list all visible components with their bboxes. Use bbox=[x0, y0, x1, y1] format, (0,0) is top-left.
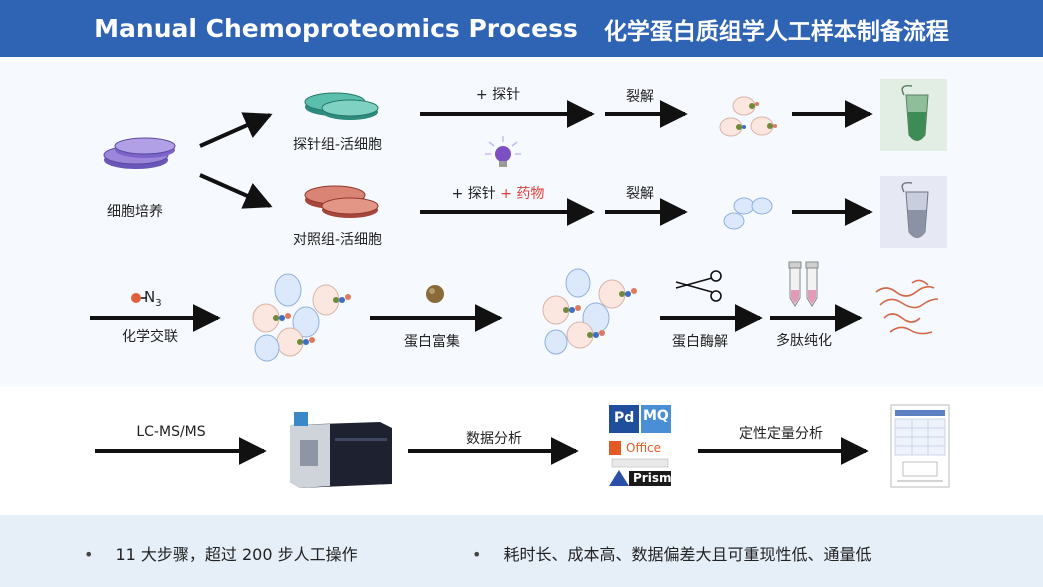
control-sample-tube-icon bbox=[880, 176, 947, 248]
peptides-icon bbox=[875, 279, 939, 335]
title-english: Manual Chemoproteomics Process bbox=[94, 14, 578, 43]
enriched-proteins-cluster bbox=[542, 268, 637, 355]
header-bar bbox=[0, 0, 1043, 57]
summary-footer bbox=[0, 515, 1043, 587]
spin-column-icon bbox=[788, 261, 819, 307]
label-add-probe-part: + 探针 bbox=[451, 186, 496, 202]
labeled-proteins-cluster bbox=[252, 273, 351, 362]
culture-dish-icon bbox=[103, 137, 176, 169]
light-bulb-icon bbox=[485, 136, 521, 167]
label-lcms: LC-MS/MS bbox=[136, 424, 206, 440]
label-add-probe: + 探针 bbox=[475, 87, 521, 103]
label-control-group: 对照组-活细胞 bbox=[293, 232, 383, 248]
bead-icon bbox=[426, 285, 444, 303]
office-logo-text: Office bbox=[626, 441, 662, 455]
scissors-icon bbox=[675, 270, 722, 302]
page-title: Manual Chemoproteomics Process 化学蛋白质组学人工… bbox=[0, 0, 1043, 57]
label-cell-culture: 细胞培养 bbox=[107, 204, 163, 220]
click-reagent-icon bbox=[131, 293, 147, 303]
control-dish-icon bbox=[304, 185, 379, 218]
bullet-dot: • bbox=[472, 545, 482, 564]
label-data-analysis: 数据分析 bbox=[466, 431, 522, 447]
bullet-text-1: 11 大步骤，超过 200 步人工操作 bbox=[115, 545, 358, 564]
label-enrichment: 蛋白富集 bbox=[404, 334, 460, 350]
bullet-dot: • bbox=[84, 545, 94, 564]
label-quant-analysis: 定性定量分析 bbox=[739, 426, 823, 442]
probe-dish-icon bbox=[304, 92, 379, 120]
title-chinese: 化学蛋白质组学人工样本制备流程 bbox=[603, 18, 949, 45]
footer-bullet-1: • 11 大步骤，超过 200 步人工操作 bbox=[84, 541, 358, 565]
pd-logo-text: Pd bbox=[614, 410, 635, 426]
probe-lysate-proteins bbox=[719, 96, 777, 137]
software-logos bbox=[609, 405, 671, 486]
footer-bullet-2: • 耗时长、成本高、数据偏差大且可重现性低、通量低 bbox=[472, 541, 871, 565]
label-lysis-1: 裂解 bbox=[626, 89, 654, 105]
control-lysate-proteins bbox=[723, 197, 773, 230]
arrow-to-control-group bbox=[199, 173, 273, 209]
label-add-drug-part: + 药物 bbox=[500, 186, 545, 202]
label-azide-sub: 3 bbox=[155, 298, 162, 309]
label-lysis-2: 裂解 bbox=[626, 186, 654, 202]
mq-logo-text: MQ bbox=[643, 408, 669, 424]
arrow-to-probe-group bbox=[199, 112, 273, 148]
probe-sample-tube-icon bbox=[880, 79, 947, 151]
bullet-text-2: 耗时长、成本高、数据偏差大且可重现性低、通量低 bbox=[503, 545, 872, 564]
label-probe-group: 探针组-活细胞 bbox=[293, 137, 383, 153]
report-document-icon bbox=[890, 404, 950, 488]
label-digestion: 蛋白酶解 bbox=[672, 334, 728, 350]
prism-logo-text: Prism bbox=[633, 471, 672, 485]
mass-spectrometer-icon bbox=[290, 412, 392, 488]
label-add-probe-drug: + 探针 + 药物 bbox=[452, 183, 545, 203]
label-click-chemistry: 化学交联 bbox=[122, 329, 178, 345]
label-azide: N3 bbox=[144, 288, 162, 309]
label-purification: 多肽纯化 bbox=[776, 333, 832, 349]
label-azide-n: N bbox=[144, 288, 156, 306]
